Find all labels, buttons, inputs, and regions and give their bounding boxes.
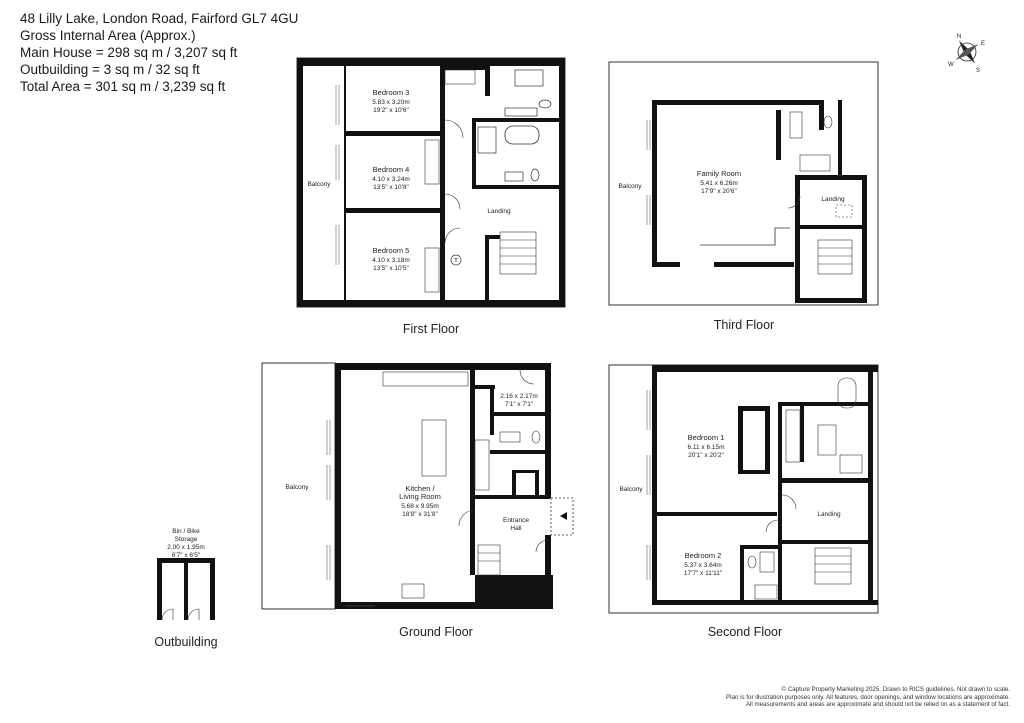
first-floor-balcony: Balcony bbox=[307, 181, 331, 188]
main-house-area: Main House = 298 sq m / 3,207 sq ft bbox=[20, 45, 238, 60]
bedroom-5-dim-ft: 13'5" x 10'5" bbox=[373, 265, 409, 272]
ground-floor-plan: Kitchen / Living Room 5.68 x 9.95m 18'8"… bbox=[261, 362, 574, 639]
bedroom-4-dim-m: 4.10 x 3.24m bbox=[372, 176, 410, 183]
first-floor-wall bbox=[297, 300, 565, 307]
first-floor-wall bbox=[297, 58, 303, 307]
second-floor-landing: Landing bbox=[817, 511, 841, 518]
second-floor-plan: Bedroom 1 6.11 x 6.15m 20'1" x 20'2" Bed… bbox=[608, 364, 879, 639]
kitchen-name: Kitchen / bbox=[405, 484, 435, 493]
bedroom-2-dim-ft: 17'7" x 11'11" bbox=[684, 570, 723, 577]
entrance-hall-name-2: Hall bbox=[510, 525, 522, 532]
bedroom-4-name: Bedroom 4 bbox=[373, 165, 410, 174]
ground-floor-label: Ground Floor bbox=[399, 625, 473, 639]
ground-floor-balcony: Balcony bbox=[285, 484, 309, 491]
first-floor-tank-label: T bbox=[454, 258, 458, 265]
bedroom-3-dim-m: 5.83 x 3.20m bbox=[372, 99, 410, 106]
bedroom-2-name: Bedroom 2 bbox=[685, 551, 722, 560]
second-floor-label: Second Floor bbox=[708, 625, 782, 639]
footer-line-3: All measurements and areas are approxima… bbox=[745, 701, 1010, 709]
first-floor-label: First Floor bbox=[403, 322, 459, 336]
bedroom-3-name: Bedroom 3 bbox=[373, 88, 410, 97]
family-room-name: Family Room bbox=[697, 169, 741, 178]
first-floor-landing: Landing bbox=[487, 208, 511, 215]
family-room-dim-ft: 17'9" x 20'6" bbox=[701, 188, 737, 195]
gia-label: Gross Internal Area (Approx.) bbox=[20, 28, 196, 43]
footer-line-2: Plan is for illustration purposes only. … bbox=[726, 693, 1010, 701]
outbuilding-dim-ft: 6'7" x 6'5" bbox=[172, 552, 201, 559]
utility-dim-ft: 7'1" x 7'1" bbox=[505, 401, 534, 408]
bedroom-5-name: Bedroom 5 bbox=[373, 246, 410, 255]
kitchen-name-2: Living Room bbox=[399, 492, 441, 501]
footer-disclaimer: © Capture Property Marketing 2025. Drawn… bbox=[726, 686, 1010, 709]
bedroom-1-dim-ft: 20'1" x 20'2" bbox=[688, 452, 724, 459]
third-floor-plan: Family Room 5.41 x 6.26m 17'9" x 20'6" B… bbox=[608, 61, 879, 332]
outbuilding-name-2: Storage bbox=[175, 536, 198, 543]
first-floor-wall bbox=[297, 58, 565, 66]
first-floor-wall bbox=[559, 58, 565, 307]
family-room-dim-m: 5.41 x 6.26m bbox=[700, 180, 738, 187]
compass-s: S bbox=[976, 68, 980, 74]
compass-w: W bbox=[948, 62, 954, 68]
outbuilding-name: Bin / Bike bbox=[172, 528, 200, 535]
bedroom-1-name: Bedroom 1 bbox=[688, 433, 725, 442]
outbuilding-plan: Bin / Bike Storage 2.00 x 1.95m 6'7" x 6… bbox=[154, 528, 217, 649]
third-floor-landing: Landing bbox=[821, 196, 845, 203]
first-floor-plan: T Bedroom 3 5.83 x 3.20m 19'2" x 10'6" B… bbox=[296, 57, 566, 336]
bedroom-2-dim-m: 5.37 x 3.64m bbox=[684, 562, 722, 569]
third-floor-balcony-outline bbox=[608, 61, 879, 306]
entrance-hall-name: Entrance bbox=[503, 517, 529, 524]
third-floor-label: Third Floor bbox=[714, 318, 774, 332]
outbuilding-area: Outbuilding = 3 sq m / 32 sq ft bbox=[20, 62, 200, 77]
compass-icon: N E S W bbox=[948, 34, 985, 74]
footer-line-1: © Capture Property Marketing 2025. Drawn… bbox=[781, 686, 1010, 693]
outbuilding-dim-m: 2.00 x 1.95m bbox=[167, 544, 205, 551]
second-floor-balcony: Balcony bbox=[619, 486, 643, 493]
total-area: Total Area = 301 sq m / 3,239 sq ft bbox=[20, 79, 226, 94]
bedroom-4-dim-ft: 13'5" x 10'8" bbox=[373, 184, 409, 191]
third-floor-balcony: Balcony bbox=[618, 183, 642, 190]
bedroom-3-dim-ft: 19'2" x 10'6" bbox=[373, 107, 409, 114]
compass-e: E bbox=[981, 41, 985, 47]
header: 48 Lilly Lake, London Road, Fairford GL7… bbox=[20, 10, 298, 95]
outbuilding-label: Outbuilding bbox=[154, 635, 217, 649]
kitchen-dim-m: 5.68 x 9.95m bbox=[401, 503, 439, 510]
kitchen-dim-ft: 18'8" x 31'8" bbox=[402, 511, 438, 518]
bedroom-1-dim-m: 6.11 x 6.15m bbox=[687, 444, 724, 451]
property-address: 48 Lilly Lake, London Road, Fairford GL7… bbox=[20, 11, 299, 26]
bedroom-5-dim-m: 4.10 x 3.18m bbox=[372, 257, 410, 264]
utility-dim-m: 2.16 x 2.17m bbox=[500, 393, 538, 400]
compass-n: N bbox=[957, 34, 961, 40]
